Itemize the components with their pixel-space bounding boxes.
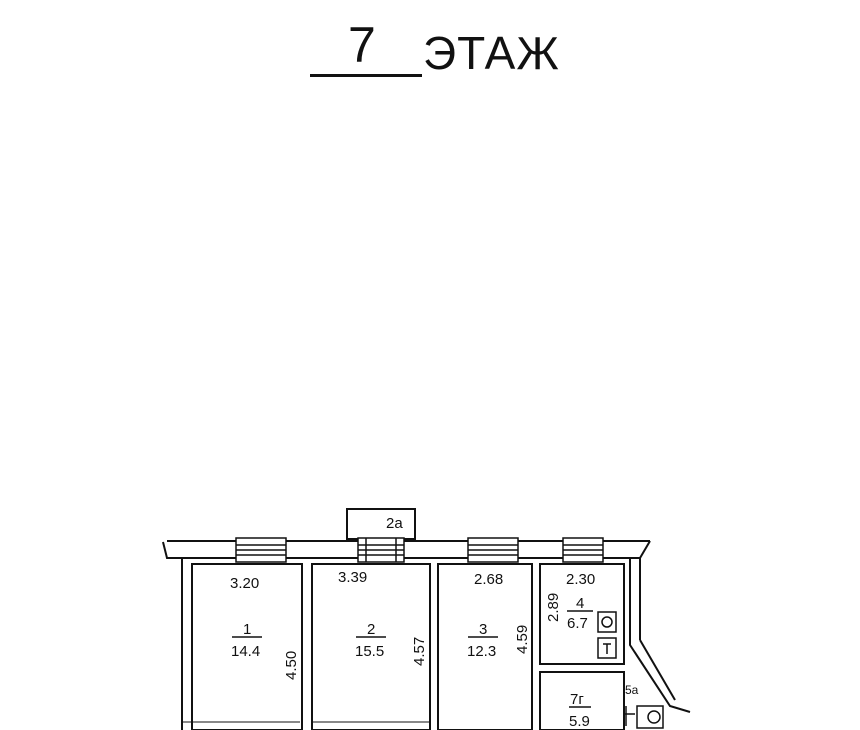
room-4-number: 4 [576, 595, 584, 612]
room-2-outline [311, 563, 431, 730]
sink-drain-icon [601, 616, 613, 628]
bay-label: 2а [386, 515, 403, 532]
room-1-side-dim: 4.50 [283, 651, 300, 680]
room-2-top-dim: 3.39 [338, 569, 367, 586]
window-room-2 [357, 537, 405, 563]
window-room-4 [562, 537, 604, 563]
room-3-number: 3 [479, 621, 487, 638]
room-1-area: 14.4 [231, 643, 260, 660]
floor-title: 7 ЭТАЖ [300, 8, 600, 88]
room-1-outline [191, 563, 303, 730]
room-2-number: 2 [367, 621, 375, 638]
room-1-number: 1 [243, 621, 251, 638]
window-room-3 [467, 537, 519, 563]
room-4-top-dim: 2.30 [566, 571, 595, 588]
room-4-area: 6.7 [567, 615, 588, 632]
window-room-1 [235, 537, 287, 563]
room-3-side-dim: 4.59 [514, 625, 531, 654]
outer-wall-diagonal [639, 639, 676, 701]
outer-wall-corner [630, 540, 651, 559]
room-7g-area: 5.9 [569, 713, 590, 730]
floor-number-underline [310, 74, 422, 77]
room-2-area: 15.5 [355, 643, 384, 660]
toilet-fixture [636, 705, 664, 729]
room-4-outline [539, 563, 625, 665]
bay-projection [346, 508, 416, 540]
room-4-side-dim: 2.89 [545, 593, 562, 622]
area-fraction-lines [232, 610, 593, 708]
room-3-outline [437, 563, 533, 730]
room-7g-outline [539, 671, 625, 730]
room-1-top-dim: 3.20 [230, 575, 259, 592]
room-2-side-dim: 4.57 [411, 637, 428, 666]
outer-wall-right [629, 558, 691, 713]
floor-word: ЭТАЖ [423, 27, 560, 79]
outer-wall-left [162, 541, 183, 730]
toilet-bowl-icon [647, 710, 661, 724]
floor-number: 7 [348, 17, 376, 73]
room-5a-number: 5а [625, 683, 639, 697]
sink-fixture [597, 611, 617, 633]
stove-fixture [597, 637, 617, 659]
room-7g-number: 7г [570, 691, 584, 708]
room-3-top-dim: 2.68 [474, 571, 503, 588]
room-3-area: 12.3 [467, 643, 496, 660]
facade-windows [235, 537, 604, 563]
